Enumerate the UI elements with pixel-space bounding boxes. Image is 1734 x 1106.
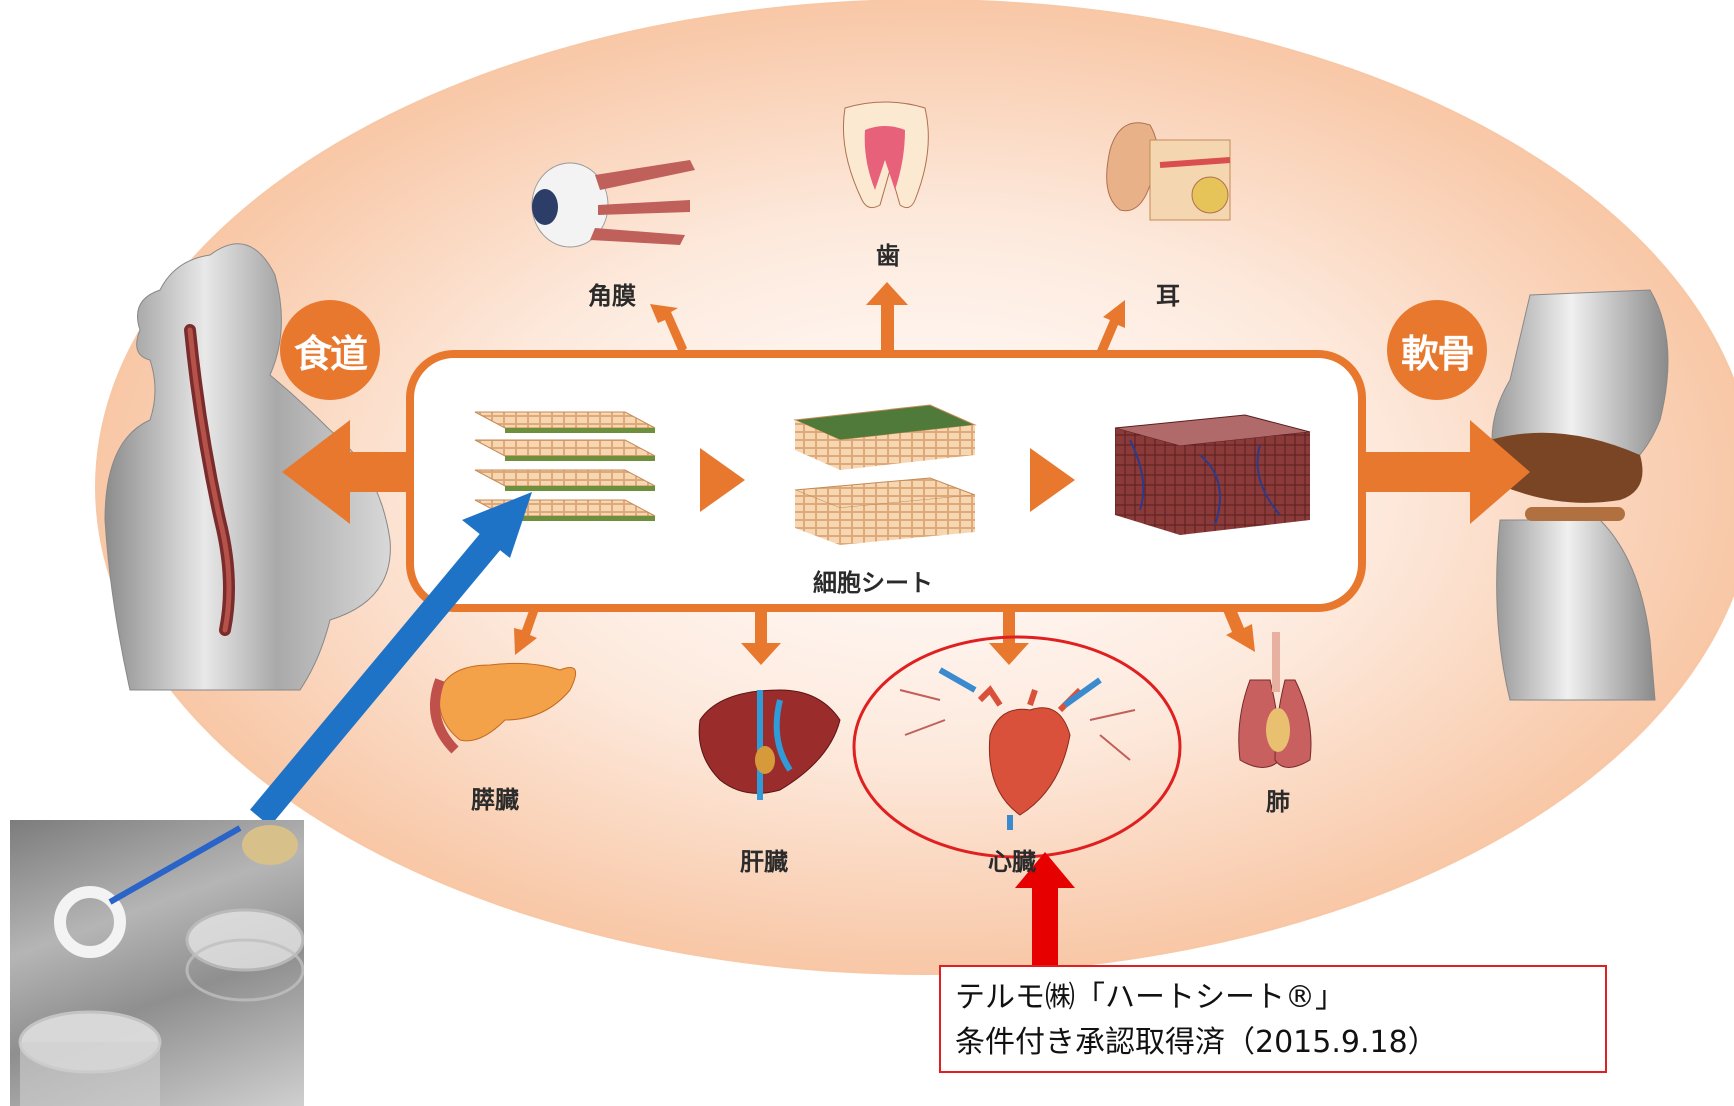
pancreas-label: 膵臓 bbox=[471, 780, 519, 815]
ear-label: 耳 bbox=[1156, 276, 1180, 311]
lung-label: 肺 bbox=[1266, 782, 1290, 817]
tooth-label: 歯 bbox=[876, 236, 900, 271]
heart-label: 心臓 bbox=[988, 842, 1036, 877]
cartilage-label: 軟骨 bbox=[1401, 323, 1473, 378]
cornea-label: 角膜 bbox=[588, 276, 636, 311]
cell-sheet-photo bbox=[10, 820, 304, 1106]
approval-note-line2: 条件付き承認取得済（2015.9.18） bbox=[955, 1020, 1591, 1065]
liver-label: 肝臓 bbox=[740, 842, 788, 877]
tissue-cube-illustration bbox=[1115, 415, 1310, 535]
approval-note-line1: テルモ㈱「ハートシート®」 bbox=[955, 975, 1591, 1020]
esophagus-badge: 食道 bbox=[280, 300, 380, 400]
approval-note: テルモ㈱「ハートシート®」 条件付き承認取得済（2015.9.18） bbox=[939, 965, 1607, 1073]
cartilage-badge: 軟骨 bbox=[1387, 300, 1487, 400]
esophagus-label: 食道 bbox=[294, 323, 366, 378]
cell-sheet-label: 細胞シート bbox=[813, 563, 933, 598]
